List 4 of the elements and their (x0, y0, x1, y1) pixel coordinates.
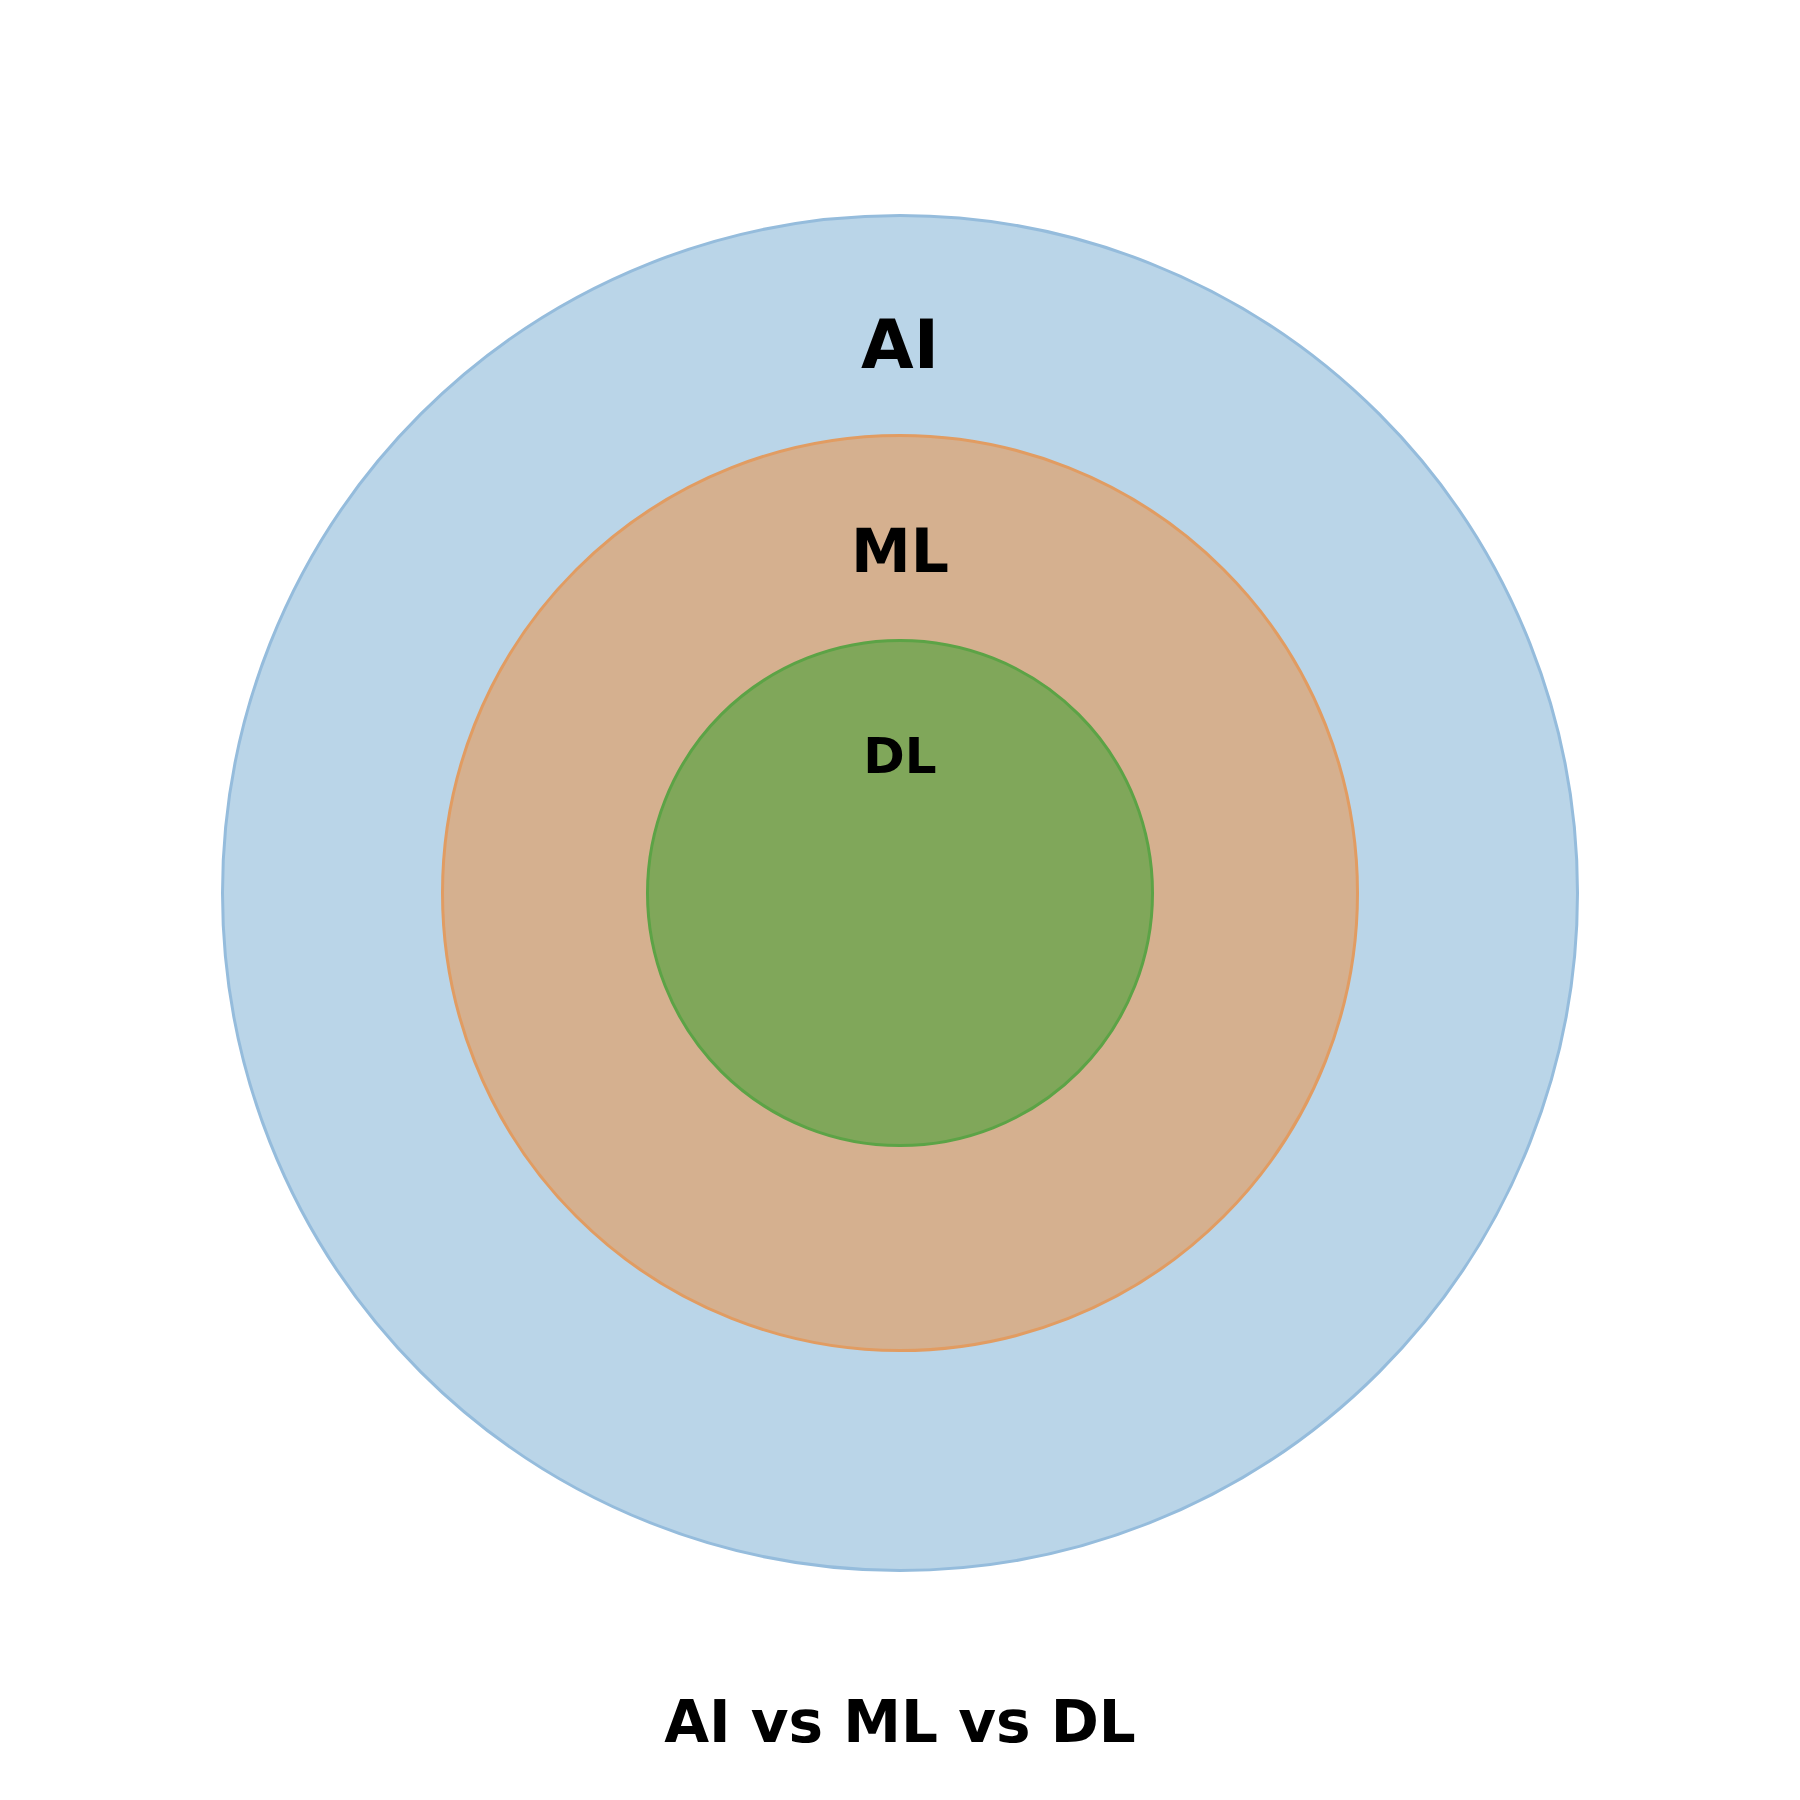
circle-label: AI (861, 311, 939, 379)
circle-label: DL (863, 731, 937, 782)
circle-label: ML (851, 521, 949, 581)
diagram-caption: AI vs ML vs DL (664, 1693, 1136, 1751)
